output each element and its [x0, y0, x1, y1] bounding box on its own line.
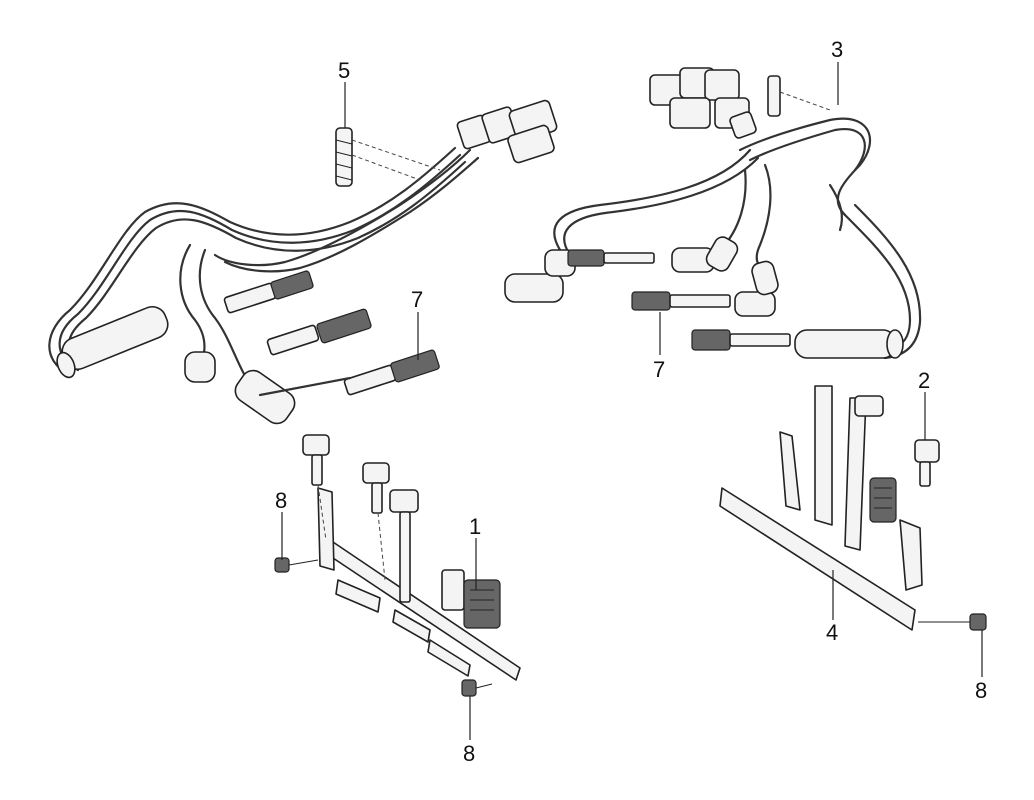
ignition-coil-bracket-left	[274, 434, 521, 697]
spark-plug-left-2	[266, 308, 372, 356]
plug-boot-right-3	[734, 260, 779, 317]
plug-boot-right-2	[671, 236, 739, 273]
callout-leaders	[281, 62, 983, 740]
callout-8-left-lower: 8	[463, 741, 475, 766]
plug-boot-left-end	[56, 305, 169, 379]
harness-connector-right	[649, 67, 757, 139]
callout-8-right: 8	[975, 678, 987, 703]
harness-connector-left	[456, 99, 558, 164]
spark-plug-left-3	[343, 349, 440, 396]
spark-plug-right-1	[567, 249, 655, 267]
callout-7-left: 7	[411, 287, 423, 312]
ignition-coil-left-3	[389, 489, 419, 603]
callout-1: 1	[469, 514, 481, 539]
callout-7-right: 7	[653, 357, 665, 382]
bolt-8-left-lower	[461, 679, 493, 697]
ignition-control-module-right	[869, 477, 897, 523]
ignition-coil-bracket-right	[719, 385, 987, 631]
callout-8-left-upper: 8	[275, 488, 287, 513]
ignition-coil-left-1	[302, 434, 330, 541]
ignition-coil-right-2	[914, 439, 940, 487]
bolt-8-right	[918, 613, 987, 631]
wire-clip-5	[335, 127, 353, 187]
bolt-8-left-upper	[274, 557, 319, 573]
wire-clip-right	[767, 75, 831, 117]
spark-plug-left-1	[223, 270, 314, 314]
spark-plug-right-3	[691, 329, 791, 351]
plug-boot-middle	[184, 351, 296, 425]
ignition-control-module	[441, 569, 501, 629]
callout-5: 5	[338, 58, 350, 83]
left-ignition-harness	[48, 99, 558, 425]
plug-boot-right-4	[794, 329, 904, 359]
callout-4: 4	[826, 620, 838, 645]
plug-boot-right-1	[504, 249, 576, 303]
callout-2: 2	[918, 368, 930, 393]
ignition-coil-right-1	[854, 395, 884, 417]
ignition-coil-left-2	[362, 462, 390, 581]
spark-plug-right-2	[631, 291, 731, 311]
right-ignition-harness	[504, 67, 922, 360]
callout-3: 3	[831, 37, 843, 62]
